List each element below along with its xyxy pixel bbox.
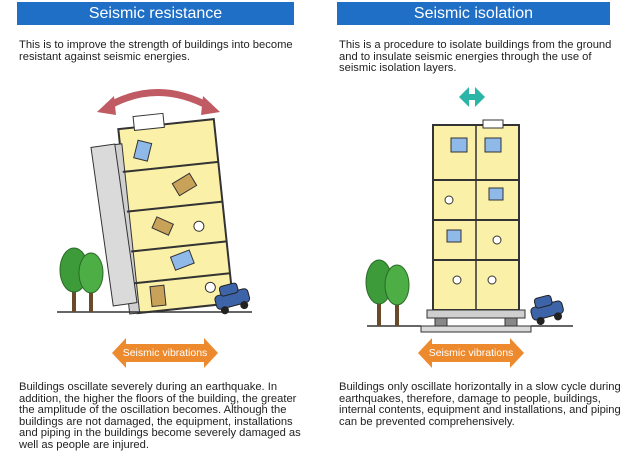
seismic-isolation-header: Seismic isolation bbox=[337, 2, 610, 25]
seismic-resistance-description: Buildings oscillate severely during an e… bbox=[19, 381, 301, 451]
seismic-isolation-intro: This is a procedure to isolate buildings… bbox=[339, 39, 612, 74]
sway-arrow-icon bbox=[97, 89, 220, 115]
isolated-building-illustration bbox=[365, 87, 573, 333]
seismic-isolation-panel: Seismic isolation This is a procedure to… bbox=[337, 0, 630, 467]
seismic-vibrations-label: Seismic vibrations bbox=[122, 347, 208, 359]
seismic-vibrations-arrow: Seismic vibrations bbox=[112, 338, 218, 368]
isolation-arrow-icon bbox=[459, 87, 485, 107]
seismic-isolation-description: Buildings only oscillate horizontally in… bbox=[339, 381, 621, 428]
seismic-vibrations-label: Seismic vibrations bbox=[428, 347, 514, 359]
seismic-isolation-layer bbox=[420, 309, 532, 333]
upright-building bbox=[432, 119, 520, 311]
swaying-building-illustration bbox=[57, 89, 252, 315]
car-icon bbox=[214, 282, 251, 315]
tilted-building bbox=[111, 112, 235, 315]
seismic-resistance-intro: This is to improve the strength of build… bbox=[19, 39, 293, 63]
seismic-vibrations-arrow: Seismic vibrations bbox=[418, 338, 524, 368]
seismic-resistance-panel: Seismic resistance This is to improve th… bbox=[17, 0, 311, 467]
tree-icon bbox=[365, 259, 410, 326]
seismic-resistance-header: Seismic resistance bbox=[17, 2, 294, 25]
tree-icon bbox=[59, 247, 104, 312]
car-icon bbox=[530, 294, 564, 326]
